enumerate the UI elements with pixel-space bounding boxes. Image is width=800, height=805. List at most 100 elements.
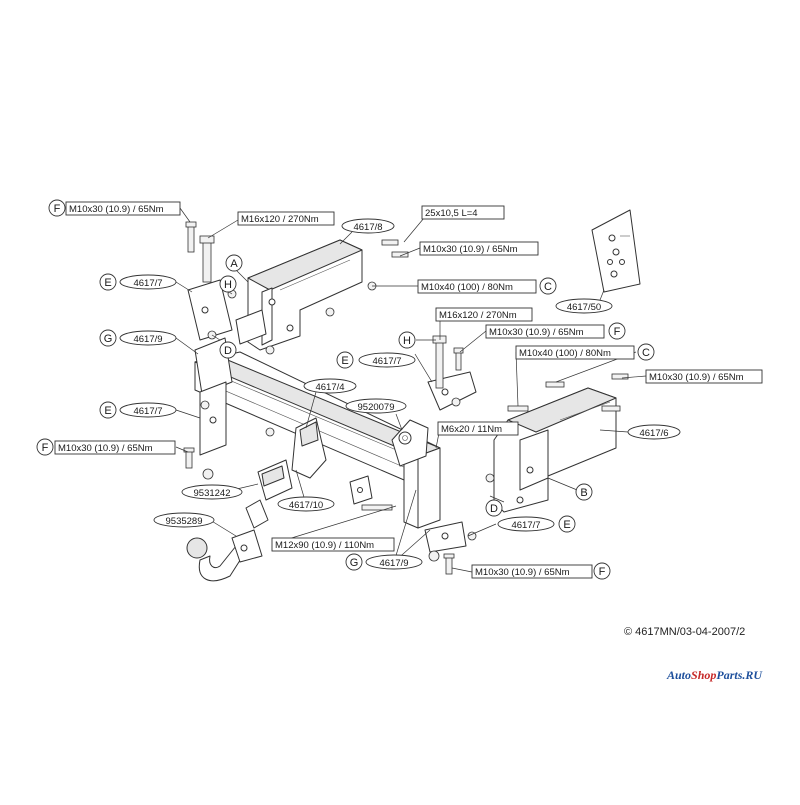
center-bracket-4617-4: [291, 417, 327, 479]
top-side-member: [235, 239, 363, 351]
label-m16-top: M16x120 / 270Nm: [241, 214, 319, 225]
callout-letter: E: [104, 405, 111, 417]
callout-letter: H: [224, 279, 232, 291]
callout-letter: E: [341, 355, 348, 367]
callout-letter: B: [580, 487, 587, 499]
callout-c-2: [637, 343, 655, 361]
callout-f-4: [593, 562, 611, 580]
label-box: [65, 201, 181, 216]
part-callout: [341, 218, 395, 234]
label-4617-4: 4617/4: [315, 382, 344, 393]
label-box: [421, 205, 505, 220]
left-bracket: [187, 279, 233, 456]
label-4617-6: 4617/6: [639, 428, 668, 439]
callout-letter: E: [563, 519, 570, 531]
label-box: [271, 537, 395, 552]
callout-b: [575, 483, 593, 501]
label-m16-right: M16x120 / 270Nm: [439, 310, 517, 321]
callout-c-1: [539, 277, 557, 295]
callout-f-3: [608, 322, 626, 340]
label-f-bottom: M10x30 (10.9) / 65Nm: [475, 567, 570, 578]
plate-4617-7-bottom-right: [424, 521, 467, 553]
part-callout: [119, 330, 177, 346]
part-callout: [181, 484, 243, 500]
part-callout: [303, 378, 357, 394]
label-box: [54, 440, 176, 455]
callout-letter: F: [614, 326, 621, 338]
label-m10-top-right: M10x30 (10.9) / 65Nm: [423, 244, 518, 255]
right-side-member: [493, 387, 617, 513]
callout-letter: C: [544, 281, 552, 293]
info-sticker-4617-50: [591, 209, 641, 293]
label-9520079: 9520079: [358, 402, 395, 413]
part-callout: [277, 496, 335, 512]
logo-part-1: Auto: [667, 668, 692, 682]
label-m6: M6x20 / 11Nm: [441, 424, 502, 435]
callout-letter: H: [403, 335, 411, 347]
label-m12: M12x90 (10.9) / 110Nm: [275, 540, 374, 551]
label-4617-7-b: 4617/7: [133, 406, 162, 417]
label-4617-9-a: 4617/9: [133, 334, 162, 345]
callout-h-2: [398, 331, 416, 349]
callout-letter: F: [42, 442, 49, 454]
label-4617-7-a: 4617/7: [133, 278, 162, 289]
label-box: [419, 241, 539, 256]
label-box: [237, 211, 335, 226]
label-m10x40-top: M10x40 (100) / 80Nm: [421, 282, 513, 293]
callout-letter: F: [54, 203, 61, 215]
label-sleeve: 25x10,5 L=4: [425, 208, 478, 219]
site-logo[interactable]: AutoShopParts.RU: [667, 668, 762, 683]
callout-g-1: [99, 329, 117, 347]
copyright-text: © 4617MN/03-04-2007/2: [624, 626, 746, 638]
callout-letter: D: [224, 345, 232, 357]
callout-letter: G: [104, 333, 113, 345]
label-m10-right-2: M10x30 (10.9) / 65Nm: [649, 372, 744, 383]
label-f-top-left: M10x30 (10.9) / 65Nm: [69, 204, 164, 215]
part-callout: [627, 424, 681, 440]
plate-4617-7-right-top: [427, 371, 477, 411]
callout-letter: F: [599, 566, 606, 578]
label-m10x40-right: M10x40 (100) / 80Nm: [519, 348, 611, 359]
callout-e-4: [558, 515, 576, 533]
label-4617-8: 4617/8: [353, 222, 382, 233]
part-callout: [497, 516, 555, 532]
label-4617-7-c: 4617/7: [372, 356, 401, 367]
logo-part-2: Shop: [691, 668, 717, 682]
callout-g-2: [345, 553, 363, 571]
callout-e-2: [99, 401, 117, 419]
callout-letter: G: [350, 557, 359, 569]
label-box: [471, 564, 593, 579]
socket-bracket-9531242: [245, 459, 293, 529]
logo-part-3: Parts.RU: [716, 668, 763, 682]
callout-d-2: [485, 499, 503, 517]
label-f-right-1: M10x30 (10.9) / 65Nm: [489, 327, 584, 338]
part-callout: [119, 402, 177, 418]
label-9531242: 9531242: [194, 488, 231, 499]
label-4617-7-d: 4617/7: [511, 520, 540, 531]
label-4617-10: 4617/10: [289, 500, 323, 511]
plate-4617-10: [349, 475, 373, 505]
label-box: [645, 369, 763, 384]
label-box: [417, 279, 537, 294]
label-box: [437, 421, 519, 436]
callout-f-2: [36, 438, 54, 456]
socket-plate-9520079: [391, 419, 429, 467]
callout-e-1: [99, 273, 117, 291]
label-box: [485, 324, 605, 339]
part-callout: [365, 554, 423, 570]
callout-e-3: [336, 351, 354, 369]
label-9535289: 9535289: [166, 516, 203, 527]
callout-letter: E: [104, 277, 111, 289]
part-callout: [345, 398, 407, 414]
ball-neck-9535289: [186, 529, 263, 582]
part-callout: [358, 352, 416, 368]
callout-h-1: [219, 275, 237, 293]
part-callout: [555, 298, 613, 314]
callout-d-1: [219, 341, 237, 359]
part-callout: [119, 274, 177, 290]
label-4617-50: 4617/50: [567, 302, 601, 313]
label-f-mid-left: M10x30 (10.9) / 65Nm: [58, 443, 153, 454]
callout-a: [225, 254, 243, 272]
callout-letter: D: [490, 503, 498, 515]
